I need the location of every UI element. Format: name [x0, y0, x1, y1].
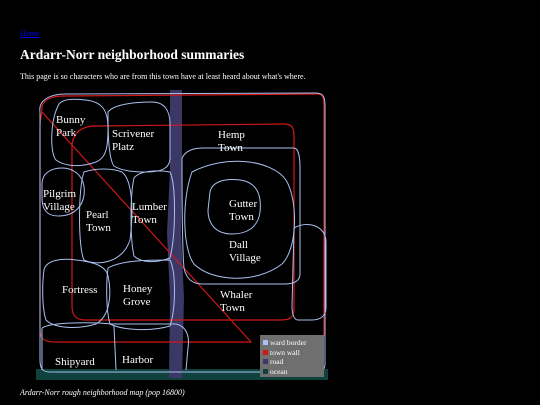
ward-label-shipyard: Shipyard [55, 356, 95, 368]
map-canvas [36, 90, 328, 380]
intro-text: This page is so characters who are from … [20, 72, 306, 81]
ward-label-dall-village: Dall Village [229, 239, 261, 264]
legend-item-ward-border: ward border [263, 338, 321, 348]
page-title: Ardarr-Norr neighborhood summaries [20, 47, 245, 62]
map-legend: ward border town wall road ocean [260, 335, 324, 377]
ward-label-honey-grove: Honey Grove [123, 283, 153, 308]
ward-label-pearl-town: Pearl Town [86, 209, 111, 234]
ward-borders [39, 92, 327, 373]
legend-label-ocean: ocean [270, 366, 288, 376]
road [167, 90, 184, 378]
ward-border-swatch [263, 340, 268, 346]
ward-label-whaler-town: Whaler Town [220, 289, 253, 314]
neighborhood-map: Bunny Park Scrivener Platz Hemp Town Pil… [36, 88, 328, 380]
legend-label-road: road [270, 357, 284, 366]
road-swatch [263, 359, 268, 365]
ward-label-bunny-park: Bunny Park [56, 114, 86, 139]
home-link[interactable]: Home [20, 29, 40, 38]
ward-label-hemp-town: Hemp Town [218, 129, 245, 154]
ocean-swatch [263, 368, 268, 374]
legend-label-ward-border: ward border [270, 338, 307, 347]
legend-label-town-wall: town wall [270, 347, 300, 357]
legend-item-road: road [263, 357, 321, 367]
town-wall-swatch [263, 349, 268, 355]
legend-item-ocean: ocean [263, 367, 321, 377]
ward-label-fortress: Fortress [62, 284, 98, 296]
map-caption: Ardarr-Norr rough neighborhood map (pop … [20, 388, 185, 397]
ward-label-harbor: Harbor [122, 354, 154, 366]
ward-label-scrivener-platz: Scrivener Platz [112, 128, 155, 153]
legend-item-town-wall: town wall [263, 348, 321, 358]
town-wall-inner [71, 123, 295, 321]
ward-label-lumber-town: Lumber Town [132, 201, 167, 226]
ward-label-pilgrim-village: Pilgrim Village [43, 188, 77, 213]
ward-label-gutter-town: Gutter Town [229, 198, 258, 223]
